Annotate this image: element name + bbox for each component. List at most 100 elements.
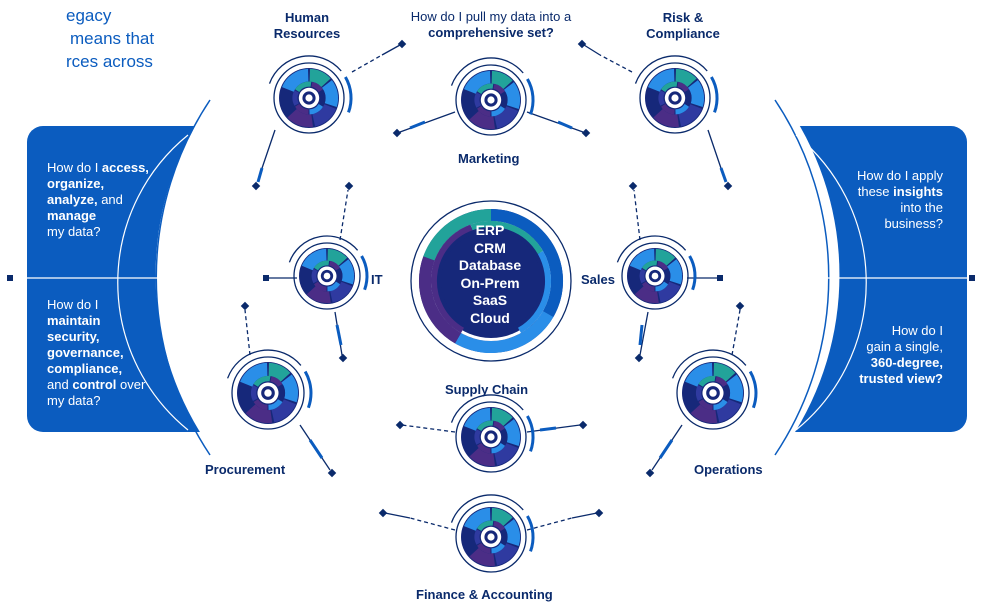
donut-human-resources-inner-seg	[295, 104, 309, 115]
lq1-access: access,	[101, 160, 149, 175]
hub-seg-teal	[423, 209, 491, 261]
donut-operations-inner-seg	[713, 399, 728, 410]
right-question-1: How do I apply these insights into the b…	[800, 168, 943, 232]
mkt-conn-left-thick	[409, 120, 426, 130]
sales-conn-up-end	[628, 181, 638, 191]
hub-item-saas: SaaS	[472, 292, 508, 308]
lq2-pre: How do I	[47, 297, 99, 312]
right-axis-end	[969, 275, 975, 281]
donut-sales-outer-seg	[634, 286, 659, 304]
donut-finance-accounting-inner-seg	[477, 520, 494, 531]
donut-operations-outer-seg	[713, 362, 736, 382]
lq2-over: over	[116, 377, 146, 392]
sales-conn-thick	[638, 324, 644, 346]
donut-operations-ring	[676, 356, 750, 430]
donut-procurement-outer-seg	[271, 399, 296, 423]
label-risk-compliance: Risk & Compliance	[646, 10, 720, 41]
top-question-line-1: How do I pull my data into a	[410, 9, 572, 24]
donut-supply-chain-inner-seg	[491, 443, 505, 454]
donut-sales-outer-seg	[627, 267, 643, 293]
donut-sales-ring	[621, 242, 689, 310]
lq1-and: and	[97, 192, 123, 207]
hr-conn-thick	[256, 167, 264, 183]
hub-inner-arc-blue	[517, 251, 552, 333]
label-marketing: Marketing	[458, 151, 520, 166]
proc-conn-up-end	[240, 301, 250, 311]
donut-risk-compliance	[634, 55, 719, 134]
donut-procurement-outer-seg	[281, 374, 299, 403]
donut-operations-outer-seg	[716, 399, 741, 423]
right-arc-cut	[770, 110, 840, 440]
donut-human-resources-outer-seg	[279, 89, 296, 116]
donut-supply-chain-accent-arc	[450, 394, 524, 423]
donut-human-resources-inner-seg	[311, 81, 323, 92]
donut-it-outer-seg	[327, 248, 348, 266]
lq2-maintain: maintain	[47, 313, 101, 328]
donut-finance-accounting	[450, 494, 535, 573]
mkt-conn-right-end	[581, 128, 591, 138]
donut-it-accent-thick	[360, 255, 369, 291]
donut-supply-chain-accent-thick	[526, 415, 535, 452]
rq1-line-4: business?	[884, 216, 943, 231]
lq1-organize: organize,	[47, 176, 105, 191]
donut-human-resources-inner-seg	[295, 81, 312, 92]
donut-finance-accounting-outer-seg	[491, 507, 513, 526]
donut-it-outer-seg	[301, 248, 327, 271]
donut-risk-compliance-outer-seg	[678, 104, 702, 127]
donut-finance-accounting-outer-seg	[504, 519, 521, 546]
sc-conn-left-end	[395, 420, 405, 430]
donut-procurement-inner-seg	[268, 399, 283, 410]
donut-supply-chain-inner-seg	[477, 443, 491, 454]
donut-risk-compliance-center	[671, 94, 679, 102]
donut-finance-accounting-inner-seg	[477, 543, 491, 554]
donut-sales-center	[651, 272, 659, 280]
donut-finance-accounting-accent-thick	[526, 515, 535, 552]
donut-procurement-inner-seg	[253, 375, 271, 387]
donut-human-resources-outer-seg	[322, 80, 339, 107]
donut-it-outer-seg	[299, 267, 315, 293]
intro-text: egacy means that rces across	[0, 4, 154, 73]
left-arc-cut	[155, 110, 220, 440]
donut-operations-accent-thick	[748, 370, 758, 409]
risk-conn-thick	[719, 167, 728, 183]
label-it: IT	[371, 272, 383, 287]
inner-arc-left	[117, 134, 189, 431]
ops-conn-thick	[658, 439, 674, 459]
hub-center-fill	[441, 231, 541, 331]
rq1-line-1: How do I apply	[857, 168, 943, 183]
donut-supply-chain-ring	[455, 401, 527, 473]
hub-item-database: Database	[458, 257, 522, 273]
label-operations: Operations	[694, 462, 763, 477]
donut-sales-inner-seg	[641, 260, 658, 271]
donut-operations-inner-seg	[698, 375, 716, 387]
donut-finance-accounting-outer-seg	[494, 543, 518, 566]
donut-procurement-ring	[231, 356, 305, 430]
top-question: How do I pull my data into a comprehensi…	[398, 9, 584, 41]
donut-it-inner-seg	[329, 260, 341, 271]
donut-it-inner-seg	[313, 281, 327, 292]
label-finance-accounting: Finance & Accounting	[416, 587, 553, 602]
lq2-security: security,	[47, 329, 100, 344]
proc-conn-thick	[308, 439, 324, 459]
donut-risk-compliance-inner-seg	[661, 81, 678, 92]
donut-finance-accounting-accent-arc	[450, 494, 524, 523]
donut-risk-compliance-inner-seg	[677, 81, 689, 92]
donut-marketing-inner-seg	[491, 106, 505, 117]
sales-conn-down	[639, 311, 649, 356]
hub-item-crm: CRM	[474, 239, 506, 256]
donut-procurement-accent-arc	[226, 349, 302, 379]
sc-conn-right-end	[578, 420, 588, 430]
donut-sales-inner-seg	[655, 281, 669, 292]
donut-marketing-inner-seg	[501, 92, 508, 108]
donut-procurement-outer-seg	[237, 383, 255, 412]
donut-marketing-outer-seg	[464, 70, 491, 94]
donut-procurement-accent-thick	[303, 370, 313, 409]
rq1-line-3: into the	[900, 200, 943, 215]
donut-risk-compliance-outer-seg	[688, 80, 705, 107]
hub-item-erp: ERP	[475, 222, 505, 238]
it-conn-down-end	[338, 353, 348, 363]
donut-risk-compliance-accent-thick	[710, 76, 719, 113]
donut-human-resources	[268, 55, 353, 134]
hr-conn-dash	[351, 54, 383, 73]
donut-procurement-outer-seg	[268, 362, 291, 382]
